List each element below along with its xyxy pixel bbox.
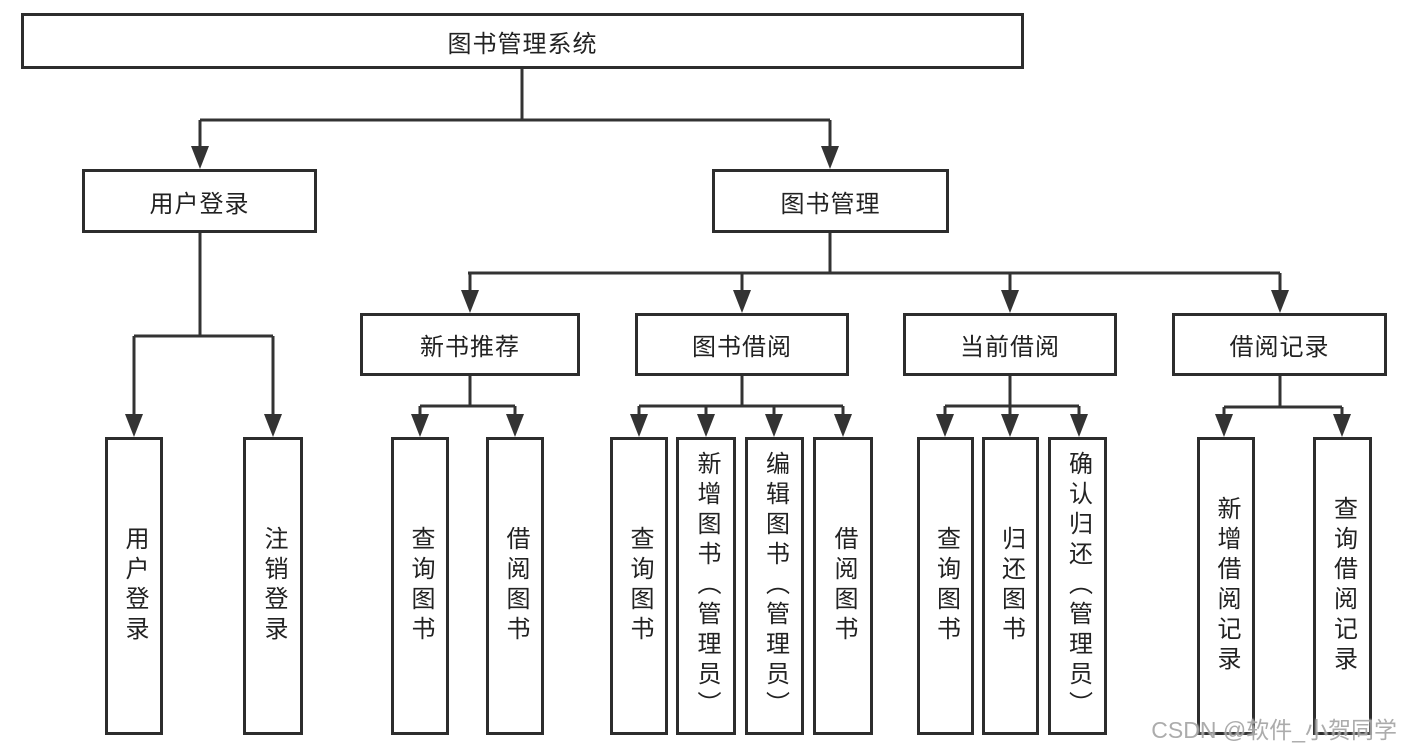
leaf-query-books-recommend: 查询图书 — [391, 437, 449, 735]
leaf-borrow-books: 借阅图书 — [813, 437, 873, 735]
leaf-logout: 注销登录 — [243, 437, 303, 735]
node-borrow-records: 借阅记录 — [1172, 313, 1387, 376]
leaf-edit-books-admin: 编辑图书（管理员） — [745, 437, 804, 735]
node-current-borrow: 当前借阅 — [903, 313, 1117, 376]
leaf-query-books-borrow: 查询图书 — [610, 437, 668, 735]
node-new-book-recommend: 新书推荐 — [360, 313, 580, 376]
node-book-borrow: 图书借阅 — [635, 313, 849, 376]
leaf-user-login: 用户登录 — [105, 437, 163, 735]
leaf-add-books-admin: 新增图书（管理员） — [676, 437, 736, 735]
leaf-borrow-books-recommend: 借阅图书 — [486, 437, 544, 735]
connector-paths — [132, 69, 1344, 420]
node-user-login: 用户登录 — [82, 169, 317, 233]
leaf-return-books: 归还图书 — [982, 437, 1039, 735]
arrowheads — [125, 146, 1351, 437]
leaf-query-books-current: 查询图书 — [917, 437, 974, 735]
node-book-management: 图书管理 — [712, 169, 949, 233]
leaf-confirm-return-admin: 确认归还（管理员） — [1048, 437, 1107, 735]
leaf-query-borrow-record: 查询借阅记录 — [1313, 437, 1372, 735]
leaf-add-borrow-record: 新增借阅记录 — [1197, 437, 1255, 735]
csdn-watermark: CSDN @软件_小贺同学 — [1151, 717, 1397, 743]
node-root: 图书管理系统 — [21, 13, 1024, 69]
